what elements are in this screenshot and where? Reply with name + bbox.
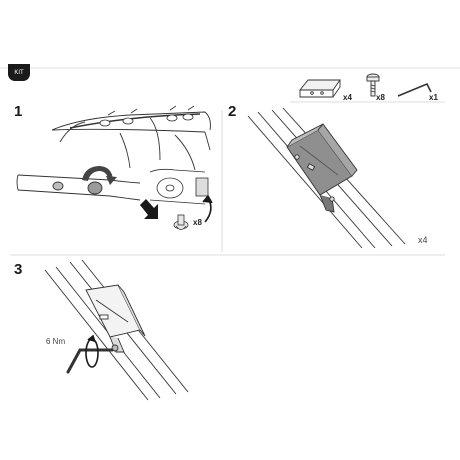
bracket-illustration	[286, 123, 358, 213]
screw-count: x8	[193, 218, 202, 227]
kit-label: KIT	[14, 70, 24, 76]
torque-label: 6 Nm	[46, 337, 66, 346]
hex-key-icon	[397, 82, 432, 97]
step-2-number: 2	[228, 103, 237, 120]
arrow-down-icon	[140, 199, 158, 219]
bolt-icon	[366, 73, 380, 97]
car-interior-illustration	[149, 168, 209, 205]
bracket-icon	[299, 79, 341, 98]
step-1-number: 1	[14, 103, 23, 120]
rail-detail-illustration	[16, 174, 141, 201]
bracket-count: x4	[343, 93, 352, 102]
curved-arrow-icon	[202, 194, 213, 223]
bolt-count: x8	[376, 93, 385, 102]
screw-icon	[173, 214, 189, 230]
kit-badge: KIT	[8, 64, 30, 81]
rotate-arrow-icon	[82, 166, 117, 185]
step-3-number: 3	[14, 261, 23, 278]
rail-cap-markers	[99, 105, 195, 127]
hex-key-count: x1	[429, 93, 438, 102]
bracket-illustration-step3	[85, 284, 146, 353]
bracket-multiplier: x4	[418, 235, 428, 245]
hex-key-illustration	[66, 348, 114, 374]
rotate-arrow-icon-step3	[85, 334, 99, 368]
